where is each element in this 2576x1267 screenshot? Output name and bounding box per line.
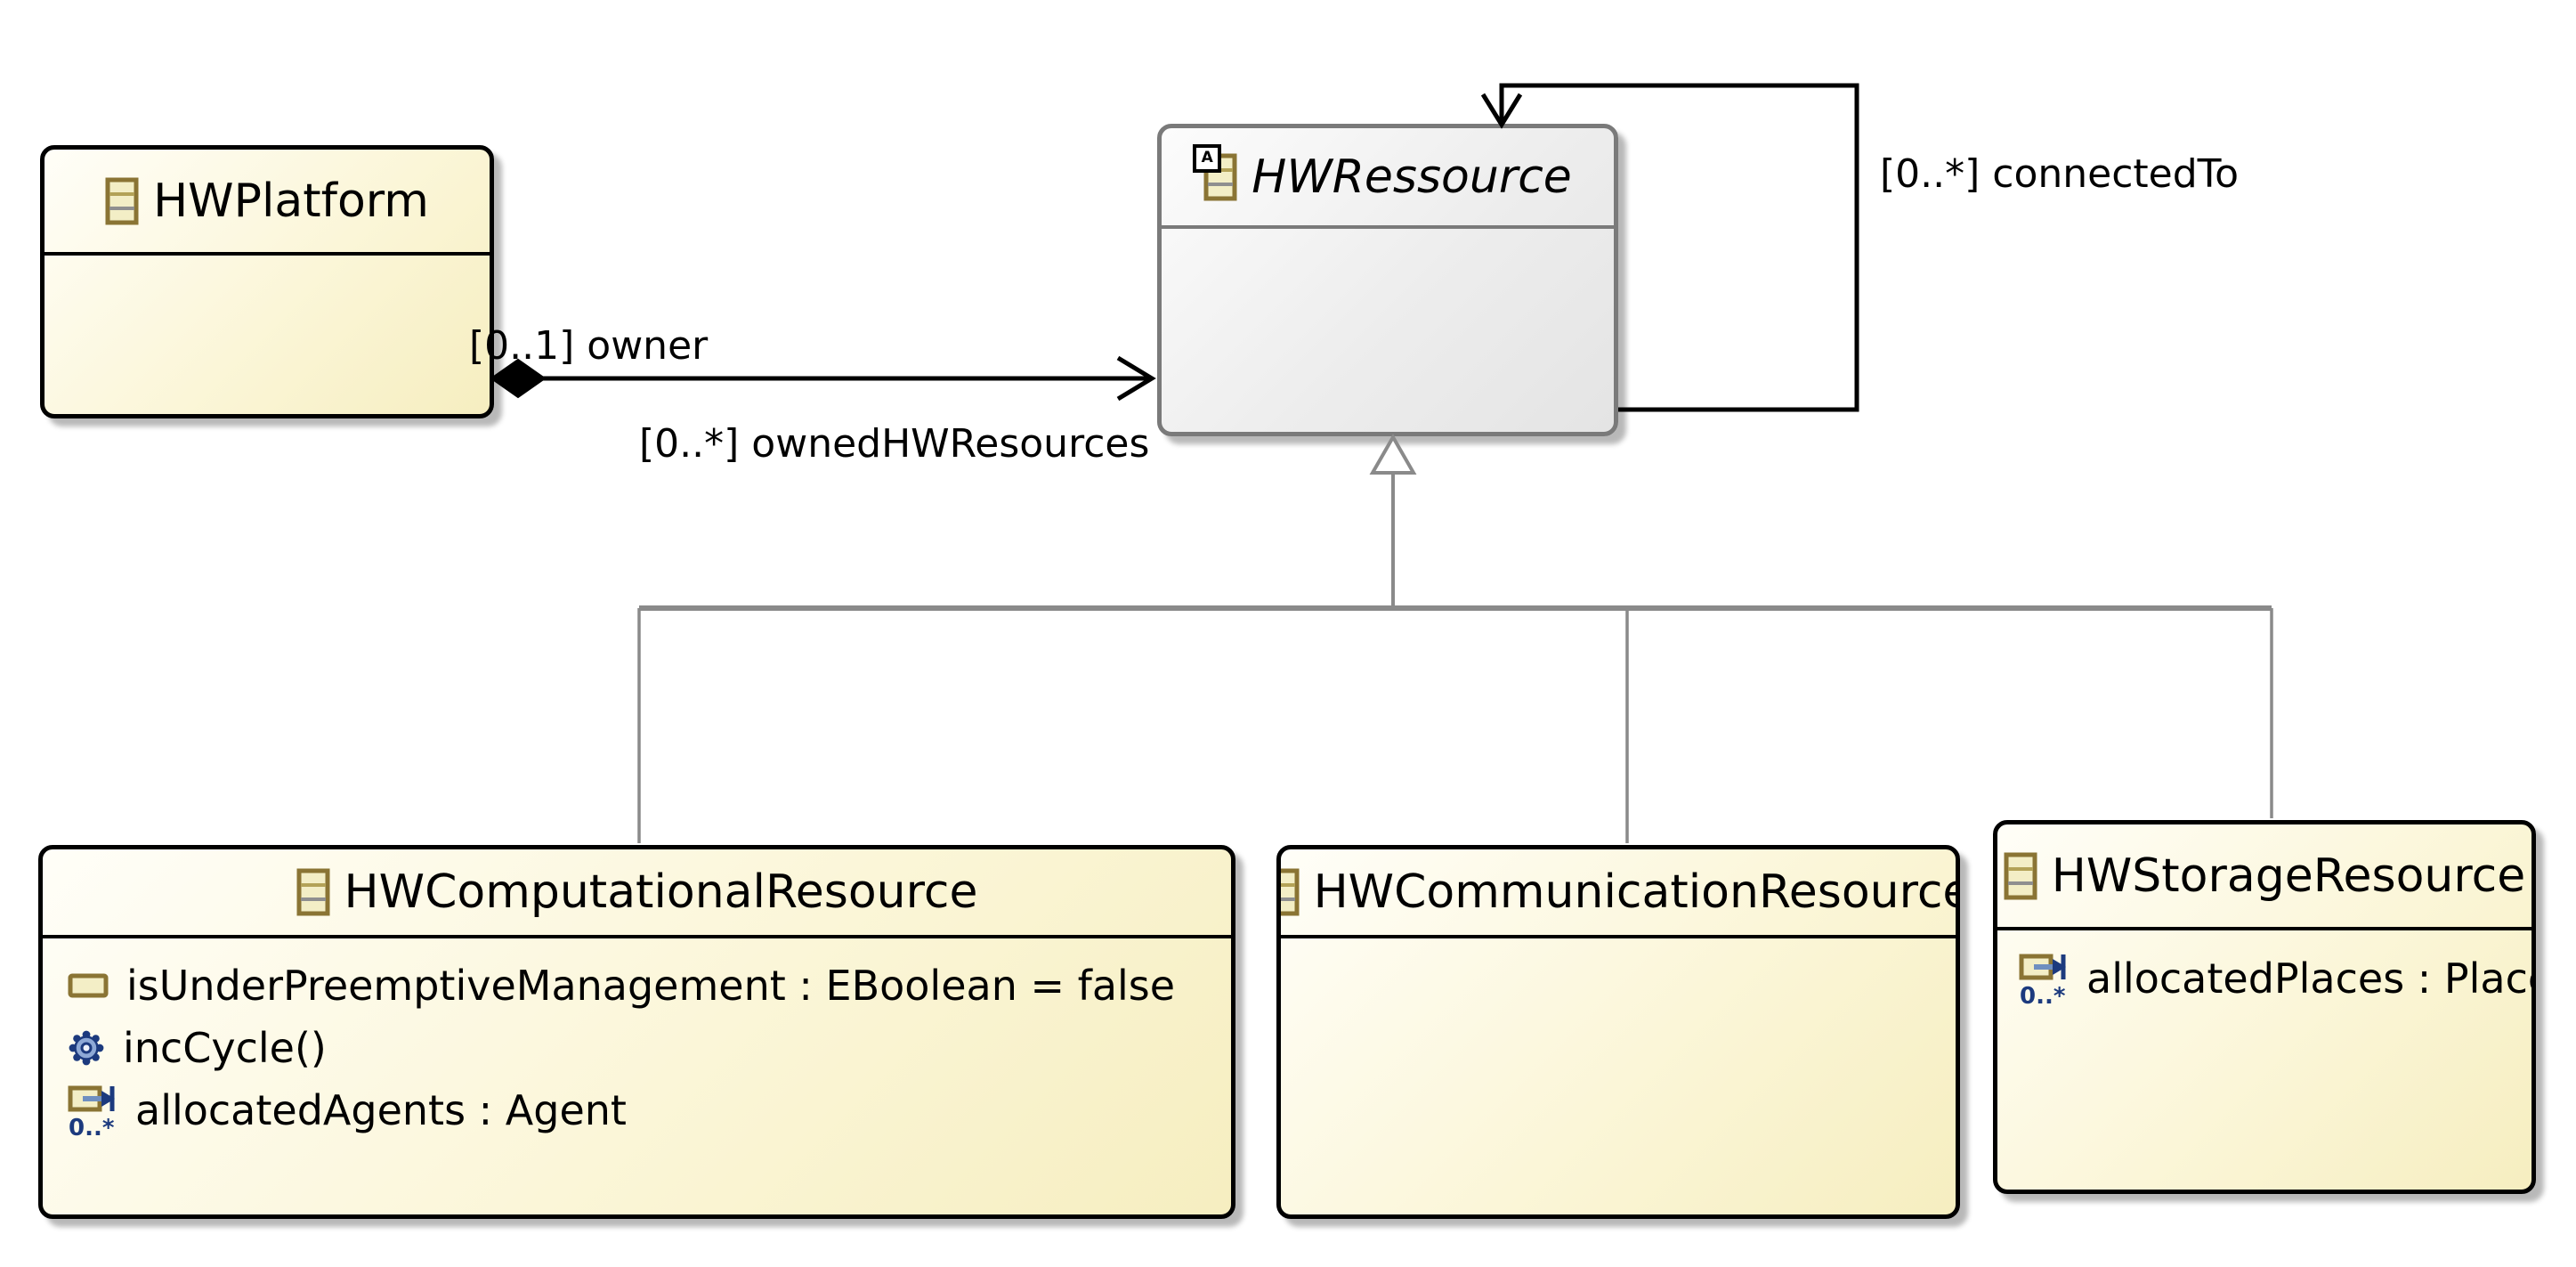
composition-diamond[interactable]: [490, 358, 547, 399]
eclass-icon: [105, 177, 139, 225]
member-attribute[interactable]: isUnderPreemptiveManagement : EBoolean =…: [68, 954, 1231, 1017]
eoperation-gear-icon: [68, 1029, 105, 1067]
class-title[interactable]: HWStorageResource: [2051, 849, 2526, 903]
edge-label-owner[interactable]: [0..1] owner: [469, 323, 709, 369]
generalization-tree[interactable]: [637, 433, 2273, 843]
edge-label-owned-hwresources[interactable]: [0..*] ownedHWResources: [639, 421, 1150, 467]
class-header: HWPlatform: [45, 150, 490, 256]
eclass-icon: [296, 868, 330, 916]
class-box-hwressource[interactable]: A HWRessource: [1157, 124, 1618, 436]
class-compartment-members: 0..* allocatedPlaces : Place: [1997, 930, 2531, 1190]
eclass-abstract-icon: A: [1193, 143, 1237, 201]
class-box-hwcommunicationresource[interactable]: HWCommunicationResource: [1276, 845, 1960, 1219]
class-box-hwcomputationalresource[interactable]: HWComputationalResource isUnderPreemptiv…: [38, 845, 1235, 1219]
member-label: allocatedAgents : Agent: [135, 1086, 627, 1134]
generalization-triangle[interactable]: [1369, 433, 1417, 475]
eclass-icon: [2004, 852, 2037, 900]
ereference-many-icon: 0..*: [2019, 949, 2069, 1008]
class-title[interactable]: HWPlatform: [153, 174, 429, 228]
class-compartment-empty: [45, 256, 490, 414]
member-reference[interactable]: 0..* allocatedAgents : Agent: [68, 1079, 1231, 1141]
ereference-many-icon: 0..*: [68, 1081, 117, 1140]
class-header: HWCommunicationResource: [1281, 849, 1956, 938]
class-header: A HWRessource: [1162, 128, 1614, 229]
eclass-icon: [1281, 868, 1300, 916]
class-header: HWStorageResource: [1997, 824, 2531, 930]
reference-multiplicity-text: 0..*: [69, 1115, 115, 1140]
class-header: HWComputationalResource: [43, 849, 1231, 938]
class-title[interactable]: HWCommunicationResource: [1313, 865, 1960, 919]
self-reference-edge-connectedto[interactable]: [1480, 83, 1859, 412]
class-title[interactable]: HWComputationalResource: [344, 865, 978, 919]
reference-multiplicity-text: 0..*: [2020, 983, 2066, 1008]
class-compartment-empty: [1281, 938, 1956, 1214]
class-box-hwplatform[interactable]: HWPlatform: [40, 145, 494, 418]
composition-open-arrowhead[interactable]: [1116, 355, 1156, 402]
eattribute-icon: [68, 972, 109, 999]
self-reference-arrowhead[interactable]: [1480, 93, 1523, 129]
composition-edge-owner[interactable]: [490, 355, 1156, 402]
abstract-a-badge: A: [1193, 143, 1222, 173]
class-box-hwstorageresource[interactable]: HWStorageResource 0..* allocatedPlaces :…: [1993, 820, 2536, 1194]
member-reference[interactable]: 0..* allocatedPlaces : Place: [2019, 943, 2531, 1014]
member-label: incCycle(): [123, 1024, 327, 1072]
edge-label-connectedto[interactable]: [0..*] connectedTo: [1880, 151, 2240, 197]
class-compartment-members: isUnderPreemptiveManagement : EBoolean =…: [43, 938, 1231, 1214]
member-label: allocatedPlaces : Place: [2086, 954, 2536, 1003]
class-title[interactable]: HWRessource: [1252, 150, 1572, 204]
self-reference-line[interactable]: [1499, 83, 1859, 412]
class-compartment-empty: [1162, 229, 1614, 432]
member-operation[interactable]: incCycle(): [68, 1017, 1231, 1079]
member-label: isUnderPreemptiveManagement : EBoolean =…: [126, 962, 1176, 1010]
